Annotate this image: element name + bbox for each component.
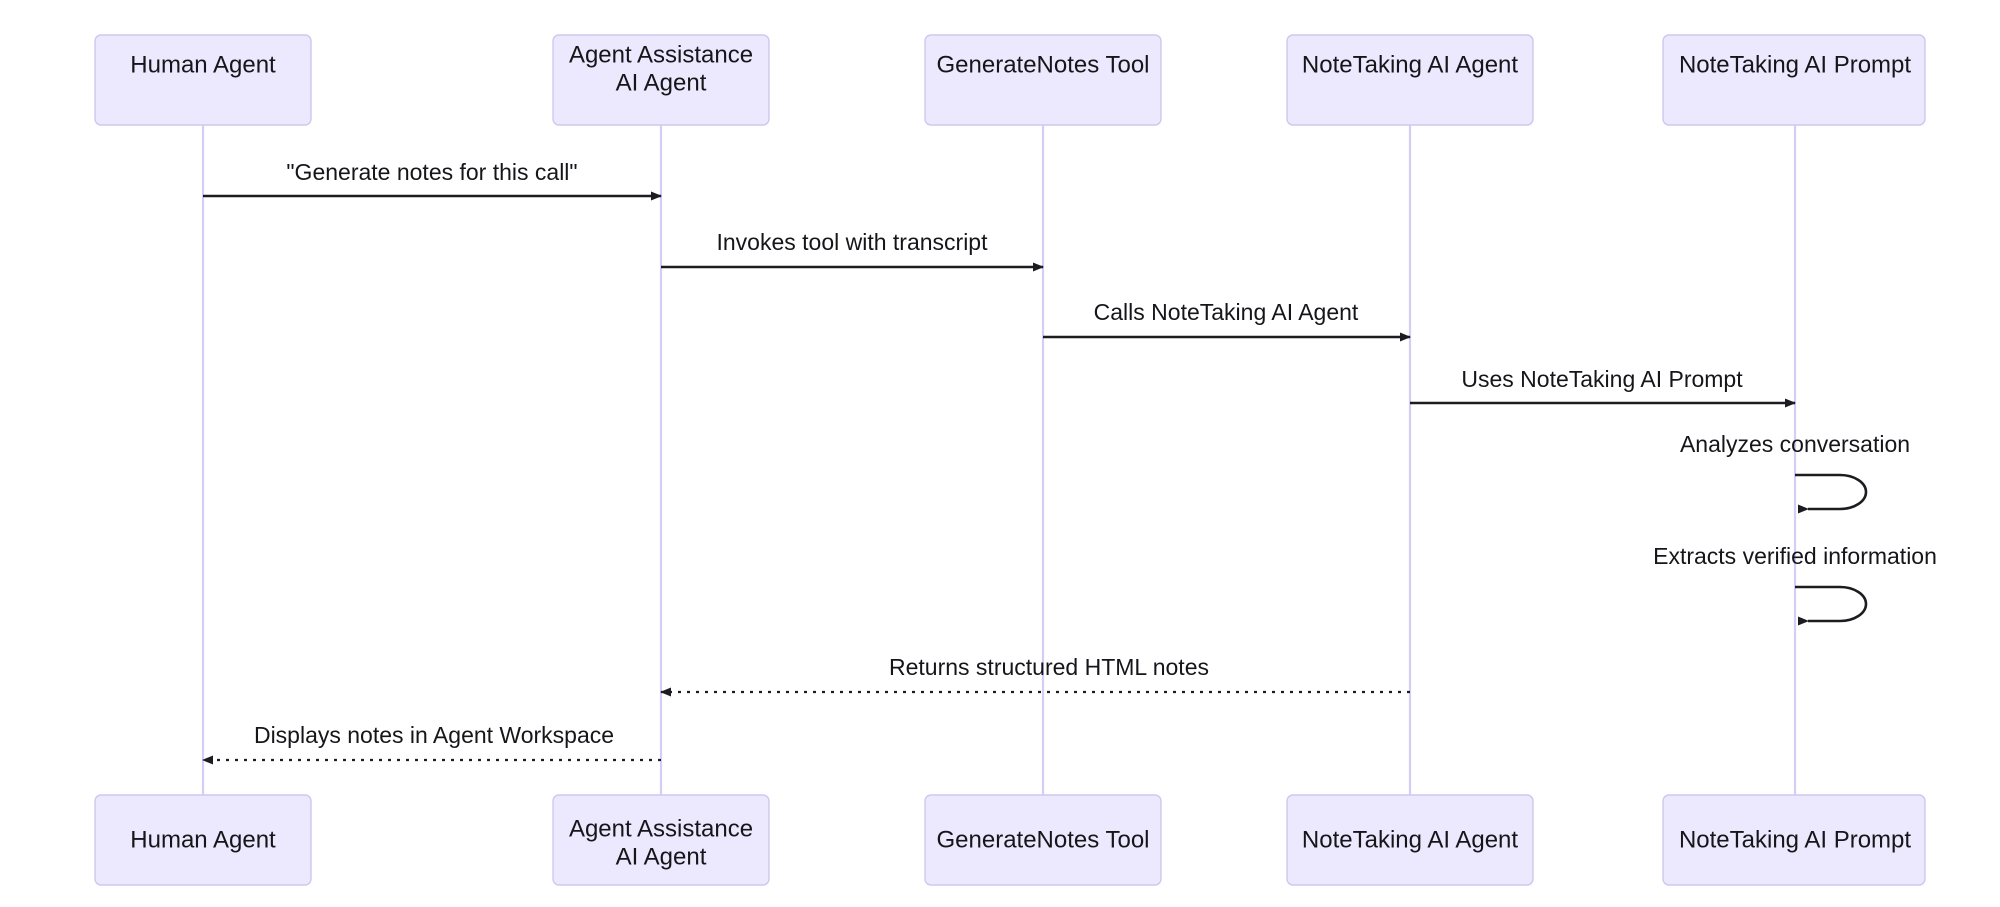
message-5-self-loop [1795, 473, 1868, 514]
actor-top-human[interactable]: Human Agent [94, 34, 312, 126]
actor-top-notetaker[interactable]: NoteTaking AI Agent [1286, 34, 1534, 126]
message-3-label: Calls NoteTaking AI Agent [1094, 299, 1359, 325]
actor-top-tool[interactable]: GenerateNotes Tool [924, 34, 1162, 126]
lifelines [201, 125, 1797, 795]
actor-top-prompt-label-line1: NoteTaking AI Prompt [1679, 51, 1911, 78]
actor-top-human-label-line1: Human Agent [130, 51, 276, 78]
message-7-label: Returns structured HTML notes [889, 654, 1209, 680]
actor-bottom-human[interactable]: Human Agent [94, 794, 312, 886]
actor-bottom-notetaker-label-line1: NoteTaking AI Agent [1302, 826, 1518, 853]
actor-top-prompt[interactable]: NoteTaking AI Prompt [1662, 34, 1926, 126]
actor-top-assist-label-line2: AI Agent [616, 69, 707, 96]
actor-bottom-assist-label-line2: AI Agent [616, 843, 707, 870]
message-1-generate-notes[interactable]: "Generate notes for this call" [203, 159, 662, 201]
message-6-self-loop [1795, 585, 1868, 626]
actor-top-tool-label-line1: GenerateNotes Tool [936, 51, 1149, 78]
message-4-label: Uses NoteTaking AI Prompt [1461, 366, 1743, 392]
message-5-label: Analyzes conversation [1680, 431, 1910, 457]
message-8-displays-notes-in-agent-workspace[interactable]: Displays notes in Agent Workspace [202, 722, 661, 765]
message-2-invokes-tool[interactable]: Invokes tool with transcript [661, 229, 1044, 272]
message-4-uses-notetaking-prompt[interactable]: Uses NoteTaking AI Prompt [1410, 366, 1796, 408]
message-7-returns-structured-html-notes[interactable]: Returns structured HTML notes [660, 654, 1410, 697]
actor-bottom-prompt-label-line1: NoteTaking AI Prompt [1679, 826, 1911, 853]
actor-top-assist[interactable]: Agent Assistance AI Agent [552, 34, 770, 126]
actor-bottom-notetaker[interactable]: NoteTaking AI Agent [1286, 794, 1534, 886]
actor-bottom-assist[interactable]: Agent Assistance AI Agent [552, 794, 770, 886]
message-2-label: Invokes tool with transcript [716, 229, 988, 255]
actor-bottom-tool[interactable]: GenerateNotes Tool [924, 794, 1162, 886]
message-6-label: Extracts verified information [1653, 543, 1937, 569]
message-1-label: "Generate notes for this call" [286, 159, 577, 185]
actor-bottom-prompt[interactable]: NoteTaking AI Prompt [1662, 794, 1926, 886]
message-3-calls-notetaking-agent[interactable]: Calls NoteTaking AI Agent [1043, 299, 1411, 342]
actor-bottom-human-label-line1: Human Agent [130, 826, 276, 853]
actor-bottom-assist-label-line1: Agent Assistance [569, 815, 753, 842]
message-5-analyzes-conversation[interactable]: Analyzes conversation [1680, 431, 1910, 514]
message-8-label: Displays notes in Agent Workspace [254, 722, 614, 748]
actor-top-assist-label-line1: Agent Assistance [569, 41, 753, 68]
actor-top-notetaker-label-line1: NoteTaking AI Agent [1302, 51, 1518, 78]
actor-bottom-tool-label-line1: GenerateNotes Tool [936, 826, 1149, 853]
message-6-extracts-verified-information[interactable]: Extracts verified information [1653, 543, 1937, 626]
